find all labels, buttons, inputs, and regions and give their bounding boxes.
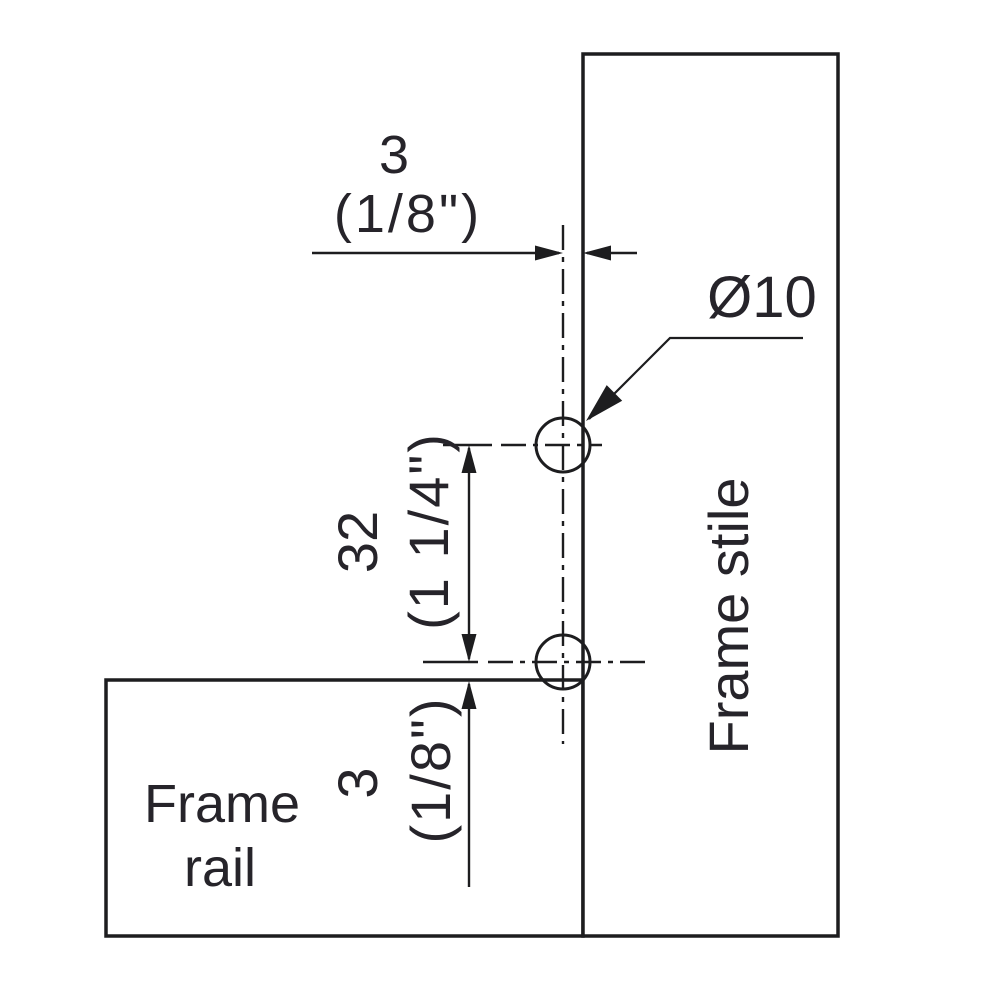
frame-rail-outline	[104, 678, 585, 938]
pitch-dimension-arrow-down-icon	[461, 634, 477, 662]
top-dimension-imperial-label: (1/8")	[334, 184, 482, 244]
frame-rail-label-line2: rail	[184, 838, 256, 898]
upper-hole-circle	[534, 416, 592, 474]
rail-offset-metric-label: 3	[326, 767, 389, 798]
rail-offset-arrow-up-icon	[461, 681, 477, 709]
hole-diameter-leader-line	[588, 336, 803, 420]
hole-diameter-arrow-icon	[586, 385, 623, 421]
frame-stile-label: Frame stile	[697, 478, 760, 755]
pitch-dimension-arrow-up-icon	[461, 445, 477, 473]
frame-stile-outline	[581, 52, 840, 938]
pitch-dimension-metric-label: 32	[326, 511, 389, 573]
top-dimension-arrow-right-icon	[535, 245, 563, 261]
top-dimension-metric-label: 3	[379, 125, 409, 185]
frame-rail-label-line1: Frame	[144, 774, 300, 834]
hole-diameter-label: Ø10	[707, 265, 817, 330]
rail-offset-imperial-label: (1/8")	[399, 696, 462, 843]
pitch-dimension-imperial-label: (1 1/4")	[397, 432, 460, 630]
lower-hole-circle	[534, 633, 592, 691]
top-dimension-arrow-left-icon	[583, 245, 611, 261]
